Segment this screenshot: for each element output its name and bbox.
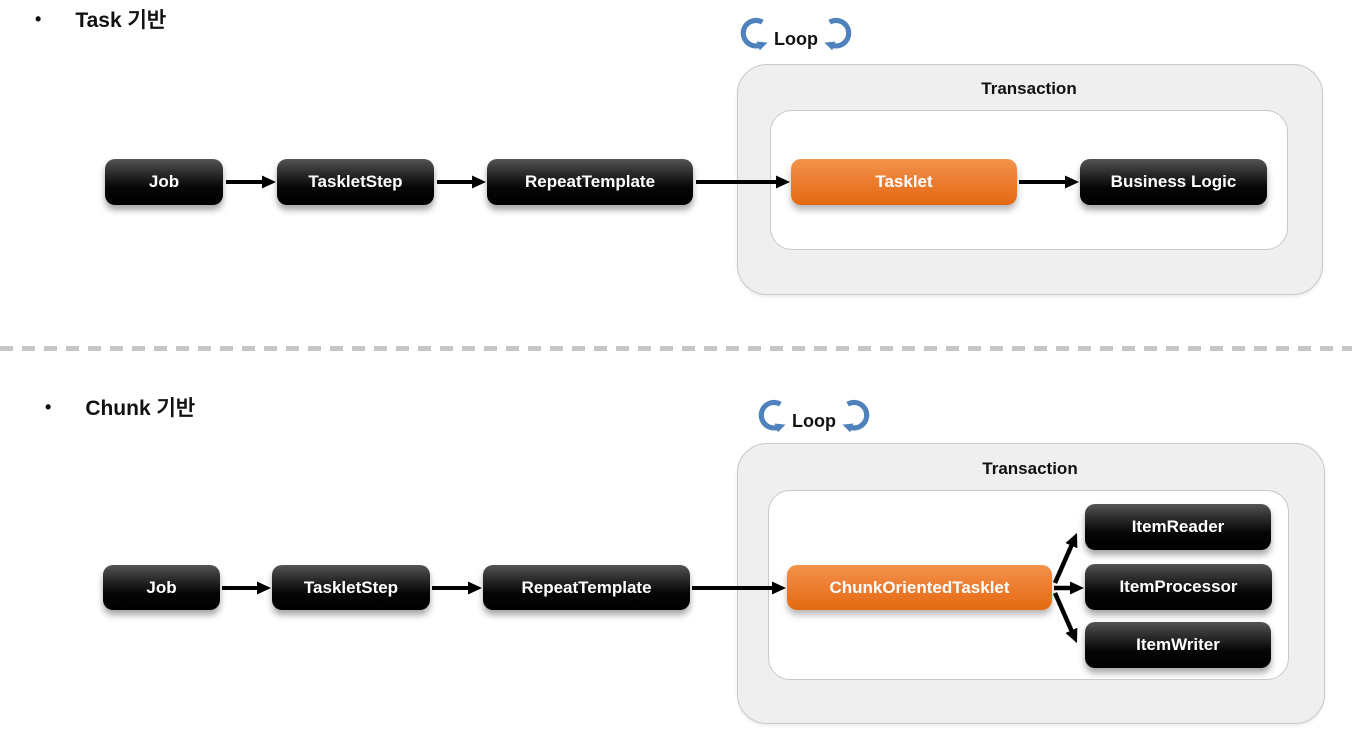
chunk-itemwriter-node: ItemWriter xyxy=(1085,622,1271,668)
chunk-itemprocessor-label: ItemProcessor xyxy=(1119,577,1238,596)
loop-arrow-left-icon xyxy=(758,399,786,433)
chunk-loop-icon: Loop xyxy=(758,396,870,440)
task-businesslogic-label: Business Logic xyxy=(1110,172,1237,191)
chunk-repeattemplate-node: RepeatTemplate xyxy=(483,565,690,610)
task-businesslogic-node: Business Logic xyxy=(1080,159,1267,205)
task-tasklet-label: Tasklet xyxy=(875,172,933,191)
task-repeattemplate-node: RepeatTemplate xyxy=(487,159,693,205)
task-heading: Task 기반 xyxy=(75,9,167,32)
loop-arrow-right-icon xyxy=(824,17,852,51)
chunk-taskletstep-label: TaskletStep xyxy=(303,577,399,597)
chunk-itemreader-label: ItemReader xyxy=(1131,517,1225,536)
task-bullet: • xyxy=(35,8,42,29)
chunk-heading: Chunk 기반 xyxy=(85,397,196,420)
section-divider xyxy=(0,346,1352,351)
loop-arrow-left-icon xyxy=(740,17,768,51)
chunk-itemwriter-label: ItemWriter xyxy=(1136,635,1220,654)
chunk-itemreader-node: ItemReader xyxy=(1085,504,1271,550)
chunk-chunkorientedtasklet-label: ChunkOrientedTasklet xyxy=(829,577,1010,597)
chunk-transaction-label: Transaction xyxy=(982,459,1078,478)
chunk-repeattemplate-label: RepeatTemplate xyxy=(521,577,652,597)
task-loop-icon: Loop xyxy=(740,14,852,58)
task-job-label: Job xyxy=(148,172,180,191)
task-loop-label: Loop xyxy=(774,28,818,49)
loop-arrow-right-icon xyxy=(842,399,870,433)
chunk-itemprocessor-node: ItemProcessor xyxy=(1085,564,1272,610)
chunk-taskletstep-node: TaskletStep xyxy=(272,565,430,610)
task-taskletstep-node: TaskletStep xyxy=(277,159,434,205)
chunk-heading-row: • Chunk 기반 xyxy=(45,392,195,422)
chunk-job-label: Job xyxy=(146,577,177,597)
chunk-bullet: • xyxy=(45,396,52,417)
task-tasklet-node: Tasklet xyxy=(791,159,1017,205)
chunk-chunkorientedtasklet-node: ChunkOrientedTasklet xyxy=(787,565,1052,610)
chunk-loop-label: Loop xyxy=(792,410,836,431)
task-transaction-label: Transaction xyxy=(981,79,1077,98)
task-repeattemplate-label: RepeatTemplate xyxy=(524,172,656,191)
task-heading-row: • Task 기반 xyxy=(35,4,166,34)
task-job-node: Job xyxy=(105,159,223,205)
chunk-job-node: Job xyxy=(103,565,220,610)
task-taskletstep-label: TaskletStep xyxy=(308,172,403,191)
